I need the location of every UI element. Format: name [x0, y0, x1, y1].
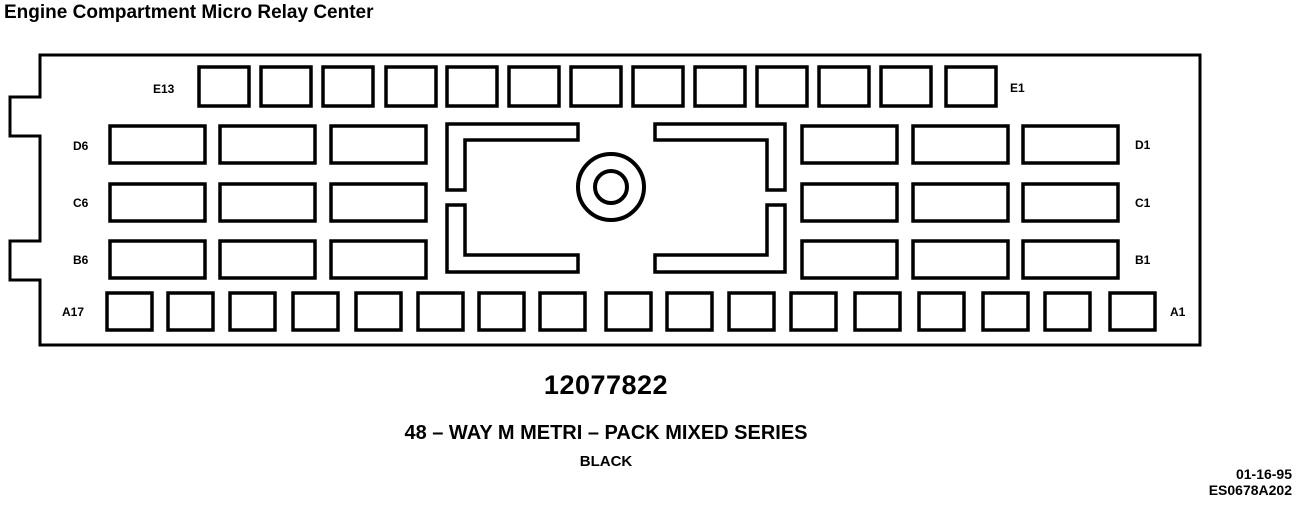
- cavity-d2: [911, 124, 1010, 165]
- cavity-a1: [1108, 291, 1157, 332]
- cavity-a12: [416, 291, 465, 332]
- cavity-a7: [727, 291, 776, 332]
- center-post-inner: [593, 169, 629, 205]
- cavity-a15: [228, 291, 277, 332]
- cavity-a8: [665, 291, 714, 332]
- cavity-d1: [1021, 124, 1120, 165]
- label-a17: A17: [62, 305, 84, 319]
- label-e1: E1: [1010, 81, 1025, 95]
- row-b-cavities: [108, 239, 1120, 280]
- cavity-b1: [1021, 239, 1120, 280]
- cavity-c3: [800, 182, 899, 223]
- cavity-e10: [384, 65, 438, 108]
- cavity-d5: [218, 124, 317, 165]
- cavity-e1: [944, 65, 998, 108]
- cavity-d3: [800, 124, 899, 165]
- label-c6: C6: [73, 196, 89, 210]
- cavity-e13: [197, 65, 251, 108]
- cavity-b6: [108, 239, 207, 280]
- cavity-a16: [166, 291, 215, 332]
- cavity-a11: [477, 291, 526, 332]
- cavity-e2: [879, 65, 933, 108]
- date-code: 01-16-95: [1235, 466, 1292, 482]
- label-d1: D1: [1135, 138, 1151, 152]
- center-bracket-bottom-right: [653, 203, 787, 274]
- figure-code: ES0678A202: [1208, 482, 1292, 498]
- center-bracket-top-left: [445, 122, 580, 192]
- label-b1: B1: [1135, 253, 1151, 267]
- cavity-e9: [445, 65, 499, 108]
- cavity-c4: [329, 182, 428, 223]
- cavity-a9: [604, 291, 653, 332]
- cavity-a10: [538, 291, 587, 332]
- connector-description: 48 – WAY M METRI – PACK MIXED SERIES: [404, 422, 808, 444]
- cavity-a17: [105, 291, 154, 332]
- cavity-e5: [693, 65, 747, 108]
- cavity-e4: [755, 65, 809, 108]
- part-number: 12077822: [543, 370, 669, 400]
- center-bracket-top-right: [653, 122, 787, 192]
- cavity-a13: [354, 291, 403, 332]
- cavity-c6: [108, 182, 207, 223]
- label-d6: D6: [73, 139, 89, 153]
- label-a1: A1: [1170, 305, 1186, 319]
- cavity-a5: [853, 291, 902, 332]
- cavity-b4: [329, 239, 428, 280]
- label-e13: E13: [153, 82, 175, 96]
- cavity-a2: [1043, 291, 1092, 332]
- cavity-b3: [800, 239, 899, 280]
- cavity-a3: [981, 291, 1030, 332]
- row-a-cavities: [105, 291, 1157, 332]
- row-c-cavities: [108, 182, 1120, 223]
- cavity-e12: [259, 65, 313, 108]
- center-post-outer: [576, 152, 646, 222]
- cavity-e11: [321, 65, 375, 108]
- cavity-b2: [911, 239, 1010, 280]
- connector-color: BLACK: [579, 453, 633, 470]
- cavity-b5: [218, 239, 317, 280]
- cavity-e3: [817, 65, 871, 108]
- cavity-c1: [1021, 182, 1120, 223]
- cavity-d4: [329, 124, 428, 165]
- cavity-c2: [911, 182, 1010, 223]
- cavity-a14: [291, 291, 340, 332]
- connector-housing: [8, 53, 1202, 347]
- diagram-title: Engine Compartment Micro Relay Center: [4, 2, 374, 23]
- cavity-a4: [917, 291, 966, 332]
- cavity-d6: [108, 124, 207, 165]
- label-b6: B6: [73, 253, 89, 267]
- cavity-e6: [631, 65, 685, 108]
- label-c1: C1: [1135, 196, 1151, 210]
- cavity-e8: [507, 65, 561, 108]
- cavity-c5: [218, 182, 317, 223]
- row-d-cavities: [108, 124, 1120, 165]
- row-e-cavities: [197, 65, 998, 108]
- cavity-e7: [569, 65, 623, 108]
- cavity-a6: [789, 291, 838, 332]
- center-bracket-bottom-left: [445, 203, 580, 274]
